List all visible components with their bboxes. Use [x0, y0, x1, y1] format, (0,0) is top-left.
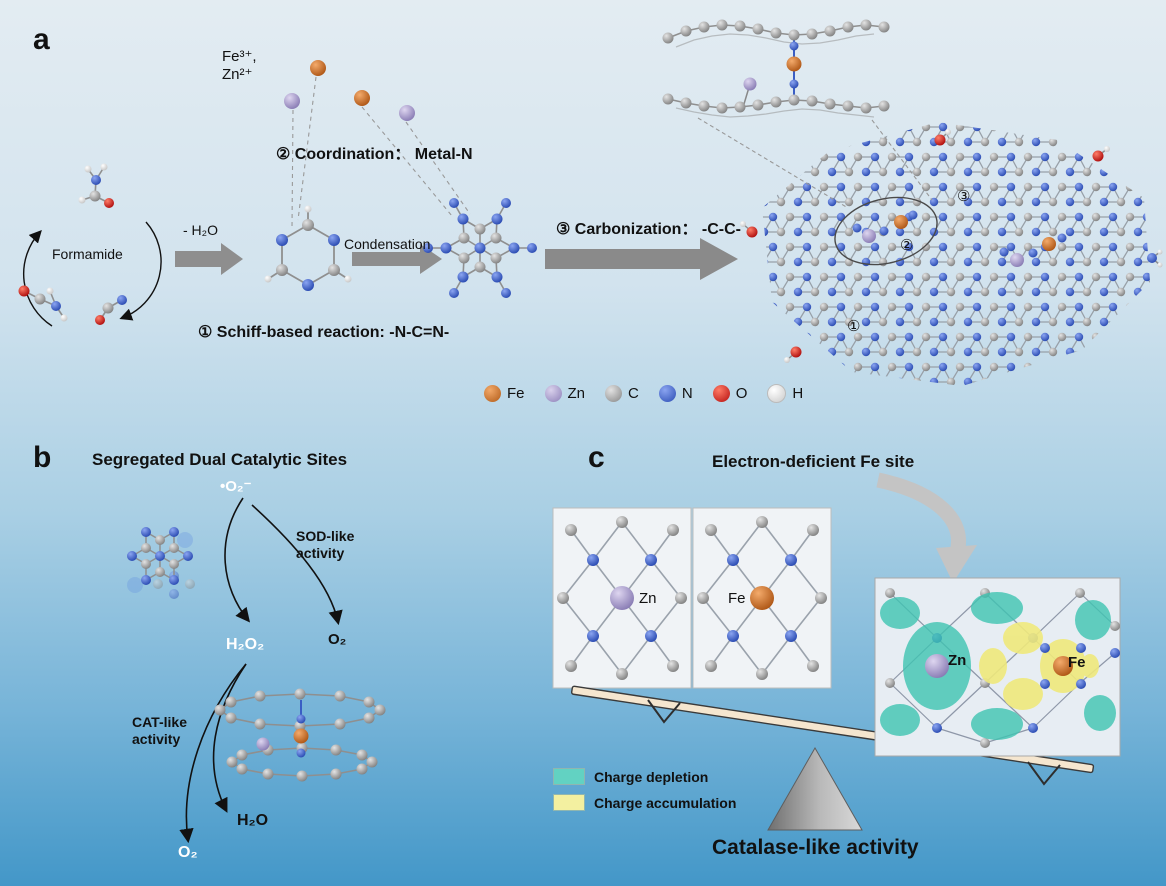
legend-item-o: O — [712, 385, 748, 402]
o-atom-icon — [712, 385, 730, 402]
legend-label-n: N — [681, 385, 693, 402]
legend-label-c: C — [628, 385, 639, 402]
product-sheet-graphic — [740, 122, 1163, 386]
superoxide-label: •O₂⁻ — [220, 478, 252, 495]
schiff-step-label: ① Schiff-based reaction: -N-C=N- — [198, 324, 450, 341]
charge-depletion-label: Charge depletion — [594, 768, 709, 785]
legend-item-fe: Fe — [484, 385, 525, 402]
legend-label-zn: Zn — [567, 385, 586, 402]
atom-legend: Fe Zn C N O H — [484, 384, 803, 403]
zn-site-label: Zn — [639, 590, 657, 607]
c-atom-icon — [605, 385, 623, 402]
dehydration-arrow — [175, 243, 243, 275]
zn-density-label: Zn — [948, 652, 967, 669]
coordination-step-label: ② Coordination： Metal-N — [276, 146, 473, 163]
dehydration-label: - H₂O — [183, 222, 218, 238]
carbonization-arrow — [545, 238, 738, 280]
n-atom-icon — [658, 385, 676, 402]
panel-c-label: c — [588, 441, 605, 474]
metal-ions-label: Fe³⁺, Zn²⁺ — [222, 48, 257, 83]
zn-site-panel — [552, 507, 692, 689]
h2o-label: H₂O — [237, 812, 269, 829]
formamide-label: Formamide — [52, 246, 123, 262]
cat-activity-label: CAT-like activity — [132, 714, 187, 747]
layered-inset-graphic — [662, 19, 933, 209]
catalase-caption: Catalase-like activity — [712, 836, 919, 859]
legend-item-zn: Zn — [544, 385, 586, 402]
fe-atom-icon — [484, 385, 501, 402]
melem-molecule — [423, 198, 537, 298]
metal-ions-graphic — [284, 60, 471, 229]
panel-b-label: b — [33, 441, 52, 474]
carbonization-step-label: ③ Carbonization： -C-C- — [556, 221, 741, 238]
h2o2-label: H₂O₂ — [226, 636, 265, 653]
site-3-marker: ③ — [957, 188, 971, 205]
legend-item-c: C — [605, 385, 639, 402]
cat-site-structure — [214, 688, 386, 782]
panel-c-title: Electron-deficient Fe site — [712, 452, 915, 471]
charge-accumulation-legend: Charge accumulation — [553, 794, 736, 811]
condensation-label: Condensation — [344, 236, 431, 252]
fe-density-label: Fe — [1068, 654, 1086, 671]
panel-b-title: Segregated Dual Catalytic Sites — [92, 450, 348, 469]
h-atom-icon — [767, 384, 787, 403]
fe-site-label: Fe — [728, 590, 746, 607]
legend-item-h: H — [767, 384, 803, 403]
charge-depletion-legend: Charge depletion — [553, 768, 708, 785]
charge-accumulation-swatch — [553, 794, 585, 811]
triazine-molecule — [264, 205, 352, 291]
legend-item-n: N — [658, 385, 693, 402]
site-1-marker: ① — [847, 318, 861, 335]
sod-site-molecule — [127, 527, 195, 599]
site-2-marker: ② — [900, 237, 914, 254]
charge-depletion-swatch — [553, 768, 585, 785]
fe-site-panel — [692, 507, 832, 689]
panel-a-label: a — [33, 23, 50, 56]
legend-label-o: O — [735, 385, 748, 402]
sod-activity-label: SOD-like activity — [296, 528, 355, 561]
formamide-cycle-graphic — [18, 163, 162, 327]
legend-label-h: H — [792, 385, 804, 402]
electron-transfer-arrow — [876, 472, 977, 583]
charge-accumulation-label: Charge accumulation — [594, 794, 737, 811]
legend-label-fe: Fe — [507, 385, 525, 402]
o2-product-label: O₂ — [328, 631, 347, 648]
o2-final-label: O₂ — [178, 844, 198, 861]
zn-atom-icon — [544, 385, 562, 402]
